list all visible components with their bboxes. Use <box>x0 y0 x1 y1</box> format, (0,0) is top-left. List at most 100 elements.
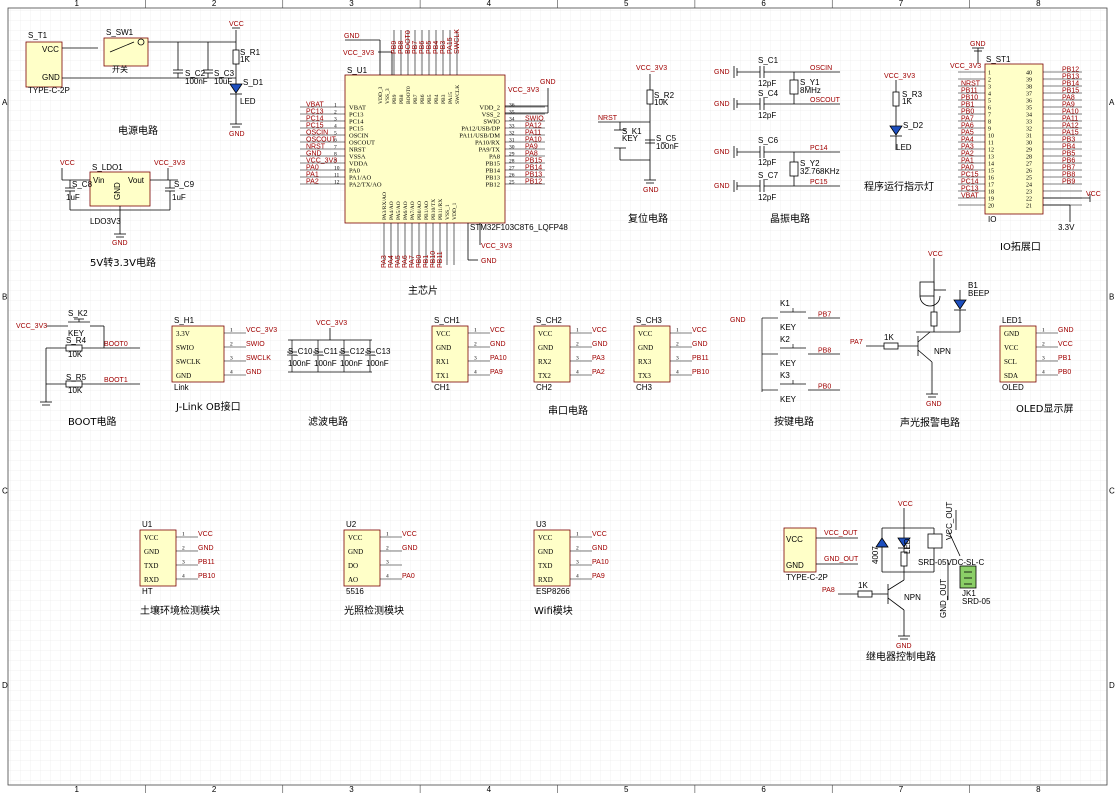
header-net: VCC <box>490 327 505 334</box>
header-pin-num: 1 <box>182 532 185 538</box>
header-pin-name: SCL <box>1004 358 1017 366</box>
header-pin-num: 3 <box>182 560 185 566</box>
header-net: PB0 <box>1058 369 1071 376</box>
io-pin-num-left: 19 <box>988 197 994 203</box>
k1-val: KEY <box>622 134 639 143</box>
io-net-left: PA3 <box>961 144 974 151</box>
col-label-top: 1 <box>74 0 79 8</box>
io-pin-num-left: 5 <box>988 99 991 105</box>
mcu-net-bottom: PA5 <box>395 255 402 268</box>
header-pin-num: 4 <box>386 574 389 580</box>
crystal-gnd-4: GND <box>714 183 730 190</box>
header-net: VCC <box>592 531 607 538</box>
header-body <box>999 325 1037 383</box>
t1-pin-vcc: VCC <box>42 45 59 54</box>
alarm-vcc: VCC <box>928 251 943 258</box>
mcu-pin-name-right: VSS_2 <box>482 112 500 119</box>
mcu-pin-num-right: 35 <box>509 110 515 116</box>
header-pin-name: VCC <box>638 330 653 338</box>
mcu-net-top: PB4 <box>433 41 440 54</box>
relay-gnd: GND <box>896 643 912 650</box>
col-label-top: 3 <box>349 0 354 8</box>
mcu-pin-name-bottom: PB1/AO <box>424 201 430 220</box>
header-net: VCC <box>402 531 417 538</box>
io-pin-num-left: 12 <box>988 148 994 154</box>
mcu-net-bottom: PA7 <box>409 255 416 268</box>
header-pin-name: RXD <box>144 576 159 584</box>
header-pin-num: 1 <box>386 532 389 538</box>
ldo-pin-gnd: GND <box>113 182 122 200</box>
mcu-pin-name-right: PA10/RX <box>475 140 500 147</box>
header-pin-num: 1 <box>576 328 579 334</box>
io-pin-num-right: 36 <box>1026 99 1032 105</box>
io-net-right: PB4 <box>1062 144 1075 151</box>
mcu-net-left: NRST <box>306 144 326 151</box>
row-label-right: A <box>1109 98 1115 107</box>
mcu-pin-num-right: 34 <box>509 117 515 123</box>
mcu-pin-name-bottom: PB11/RX <box>438 199 444 220</box>
title-led: 程序运行指示灯 <box>864 180 934 193</box>
io-net-right: PA12 <box>1062 123 1079 130</box>
mcu-net-bottom: PA4 <box>388 255 395 268</box>
mcu-pin-name-left: PC15 <box>349 126 363 133</box>
mcu-pin-name-right: PB13 <box>486 175 500 182</box>
mcu-pin-name-left: OSCOUT <box>349 140 375 147</box>
mcu-pin-name-left: PC13 <box>349 112 363 119</box>
header-pin-num: 4 <box>676 370 679 376</box>
col-label-bottom: 1 <box>74 785 79 793</box>
io-pin-num-left: 10 <box>988 134 994 140</box>
row-label-left: D <box>2 681 8 690</box>
header-pin-num: 4 <box>1042 370 1045 376</box>
keys-gnd: GND <box>730 317 746 324</box>
mcu-net-bottom: PB1 <box>423 255 430 268</box>
mcu-net-top: BOOT0 <box>405 30 412 54</box>
mcu-pin-name-left: PA0 <box>349 168 360 175</box>
crystal-net-pc15: PC15 <box>810 179 828 186</box>
header-pin-num: 3 <box>576 356 579 362</box>
mcu-pin-name-bottom: PB10/TX <box>431 199 437 220</box>
header-pin-num: 2 <box>386 546 389 552</box>
header-pin-name: GND <box>538 548 553 556</box>
header-pin-name: VCC <box>538 330 553 338</box>
r5-ref: S_R5 <box>66 373 87 382</box>
io-net-left: PA5 <box>961 130 974 137</box>
mcu-pin-name-bottom: PB0/AO <box>417 201 423 220</box>
header-pin-name: VCC <box>144 534 159 542</box>
mcu-net-top: PB5 <box>426 41 433 54</box>
io-pin-num-left: 6 <box>988 106 991 112</box>
header-net: PB1 <box>1058 355 1071 362</box>
crystal-gnd-2: GND <box>714 101 730 108</box>
header-pin-num: 2 <box>1042 342 1045 348</box>
header-pin-name: GND <box>348 548 363 556</box>
mcu-net-bottom: PB0 <box>416 255 423 268</box>
mcu-net-left: PA1 <box>306 172 319 179</box>
row-label-right: B <box>1109 292 1114 301</box>
mcu-net-left: PA0 <box>306 165 319 172</box>
mcu-pin-num-right: 30 <box>509 145 515 151</box>
ldo-part: LDO3V3 <box>90 217 121 226</box>
mcu-net-top: SWCLK <box>454 29 461 54</box>
header-pin-name: TXD <box>144 562 158 570</box>
c1-ref: S_C1 <box>758 56 779 65</box>
header-net: PA3 <box>592 355 605 362</box>
header-part: ESP8266 <box>536 587 570 596</box>
io-net-right: PB15 <box>1062 88 1079 95</box>
header-ref: S_CH3 <box>636 316 662 325</box>
key-val: KEY <box>780 323 797 332</box>
t1-type: TYPE-C-2P <box>28 86 70 95</box>
io-net-left: VBAT <box>961 193 979 200</box>
filter-cap-ref: S_C13 <box>366 347 391 356</box>
mcu-pin-name-bottom: PA4/AO <box>389 201 395 220</box>
row-label-left: C <box>2 487 8 496</box>
title-io: IO拓展口 <box>1000 241 1041 253</box>
filter-cap-val: 100nF <box>288 359 311 368</box>
mcu-pin-num-left: 5 <box>334 131 337 137</box>
header-net: PA10 <box>592 559 609 566</box>
c2-ref: S_C2 <box>185 69 206 78</box>
io-net-right: PB6 <box>1062 158 1075 165</box>
mcu-net-bottom: PA6 <box>402 255 409 268</box>
mcu-net-top: PA15 <box>447 37 454 54</box>
